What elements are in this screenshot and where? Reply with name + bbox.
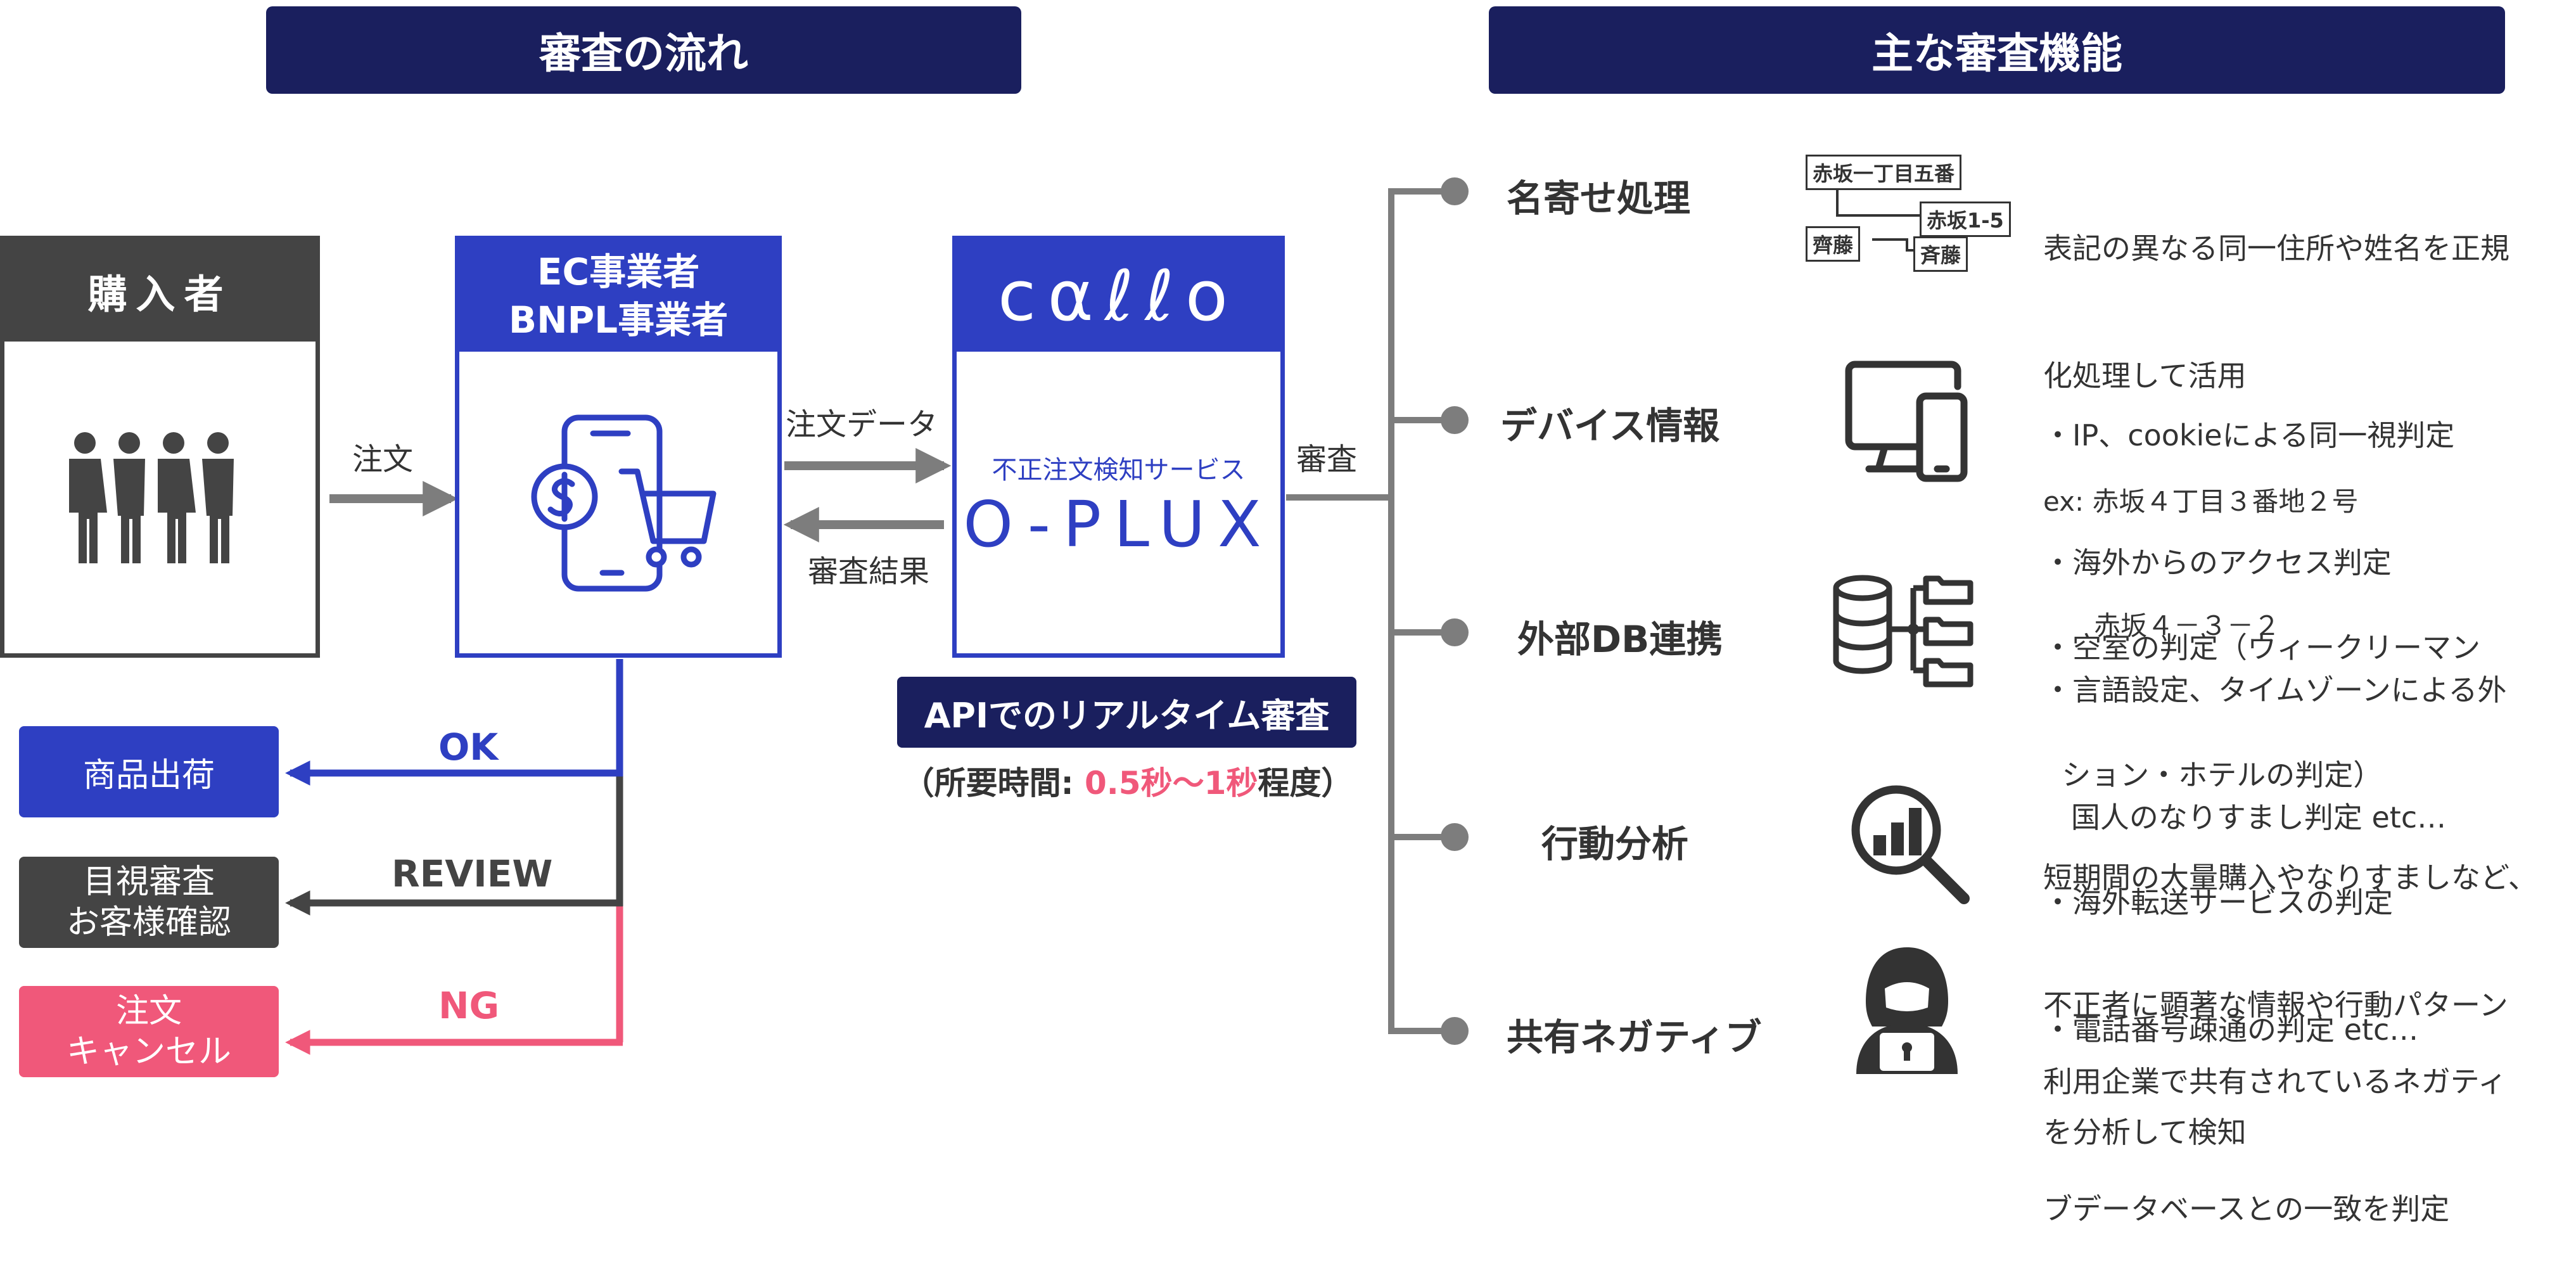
feature-name-behavior: 行動分析 (1541, 822, 1689, 866)
feature-desc-line: ブデータベースとの一致を判定 (2043, 1192, 2450, 1226)
feature-name-external-db: 外部DB連携 (1517, 618, 1723, 661)
tree-node (1441, 406, 1469, 434)
functions-header: 主な審査機能 (1489, 6, 2505, 94)
caulis-logo: cαℓℓo (957, 240, 1280, 352)
feature-name-device: デバイス情報 (1500, 404, 1720, 447)
feature-name-shared-negative: 共有ネガティブ (1507, 1016, 1762, 1059)
analytics-search-icon (1851, 785, 1970, 904)
merchant-box: EC事業者 BNPL事業者 (455, 236, 782, 658)
tree-node (1441, 177, 1469, 205)
feature-desc-identity: 表記の異なる同一住所や姓名を正規 化処理して活用 ex: 赤坂４丁目３番地２号 … (2043, 143, 2509, 688)
feature-desc-line: ・海外からのアクセス判定 (2043, 546, 2392, 580)
database-link-icon (1833, 575, 1973, 688)
ng-label: NG (438, 984, 500, 1027)
mobile-shopping-icon (531, 414, 717, 592)
processing-time-prefix: （所要時間: (902, 765, 1085, 802)
review-result-label: 審査結果 (808, 554, 930, 589)
flow-header: 審査の流れ (266, 6, 1021, 94)
merchant-title: EC事業者 BNPL事業者 (459, 240, 777, 352)
nayose-address-short: 赤坂1-5 (1920, 202, 2011, 237)
feature-desc-line: 不正者に顕著な情報や行動パターン (2043, 988, 2508, 1022)
ok-label: OK (438, 726, 499, 769)
feature-desc-external-db: ・空室の判定（ウィークリーマン ション・ホテルの判定） ・海外転送サービスの判定… (2043, 542, 2480, 1094)
hacker-icon (1856, 947, 1958, 1074)
processing-time: （所要時間: 0.5秒〜1秒程度） (893, 758, 1362, 803)
cancel-order-line2: キャンセル (66, 1033, 231, 1071)
feature-desc-line: 利用企業で共有されているネガティ (2043, 1065, 2507, 1099)
feature-desc-line: 化処理して活用 (2043, 359, 2247, 393)
feature-desc-device: ・IP、cookieによる同一視判定 ・海外からのアクセス判定 ・言語設定、タイ… (2043, 329, 2506, 881)
feature-desc-line: ・電話番号疎通の判定 etc… (2043, 1013, 2419, 1047)
feature-desc-line: ex: 赤坂４丁目３番地２号 (2043, 486, 2359, 517)
review-code-label: REVIEW (392, 852, 553, 895)
feature-name-identity: 名寄せ処理 (1507, 177, 1691, 220)
feature-desc-line: 表記の異なる同一住所や姓名を正規 (2043, 231, 2509, 265)
feature-desc-line: ・IP、cookieによる同一視判定 (2043, 418, 2455, 452)
feature-desc-line: ・空室の判定（ウィークリーマン (2043, 630, 2480, 665)
tree-node (1441, 618, 1469, 646)
oplux-box: cαℓℓo 不正注文検知サービス O-PLUX (952, 236, 1285, 658)
nayose-name-new: 斉藤 (1913, 236, 1968, 272)
api-badge: APIでのリアルタイム審査 (897, 677, 1356, 748)
feature-desc-line: ション・ホテルの判定） (2043, 758, 2383, 792)
review-label: 審査 (1296, 442, 1358, 477)
tree-node (1441, 1017, 1469, 1045)
feature-desc-line: ・海外転送サービスの判定 (2043, 885, 2393, 919)
nayose-connector (1872, 238, 1913, 252)
nayose-name-old: 齊藤 (1806, 226, 1861, 262)
ship-product-box: 商品出荷 (19, 726, 279, 817)
nayose-address-full: 赤坂一丁目五番 (1806, 155, 1962, 190)
order-label: 注文 (352, 442, 414, 477)
nayose-connector (1836, 184, 1920, 217)
processing-time-suffix: 程度） (1258, 765, 1353, 802)
connector-layer (285, 177, 1920, 1055)
processing-time-value: 0.5秒〜1秒 (1085, 765, 1258, 802)
manual-review-line2: お客様確認 (66, 904, 231, 942)
buyer-title: 購入者 (4, 240, 316, 342)
feature-desc-line: 国人のなりすまし判定 etc… (2043, 800, 2447, 835)
feature-desc-line: 赤坂４－３－２ (2043, 610, 2281, 641)
oplux-product: O-PLUX (963, 487, 1274, 561)
feature-desc-line: ・言語設定、タイムゾーンによる外 (2043, 673, 2507, 707)
manual-review-line1: 目視審査 (82, 863, 215, 901)
devices-icon (1845, 361, 1968, 482)
tree-node (1441, 823, 1469, 851)
manual-review-box: 目視審査 お客様確認 (19, 857, 279, 948)
merchant-title-line2: BNPL事業者 (508, 298, 729, 342)
cancel-order-line1: 注文 (115, 992, 182, 1030)
feature-desc-shared-negative: 利用企業で共有されているネガティ ブデータベースとの一致を判定 (2043, 976, 2507, 1273)
cancel-order-box: 注文 キャンセル (19, 986, 279, 1077)
buyer-box: 購入者 (0, 236, 320, 658)
feature-desc-line: 短期間の大量購入やなりすましなど、 (2043, 860, 2537, 895)
order-data-label: 注文データ (786, 407, 938, 442)
merchant-title-line1: EC事業者 (537, 250, 700, 293)
people-icon (69, 432, 234, 563)
service-label: 不正注文検知サービス (992, 456, 1246, 485)
